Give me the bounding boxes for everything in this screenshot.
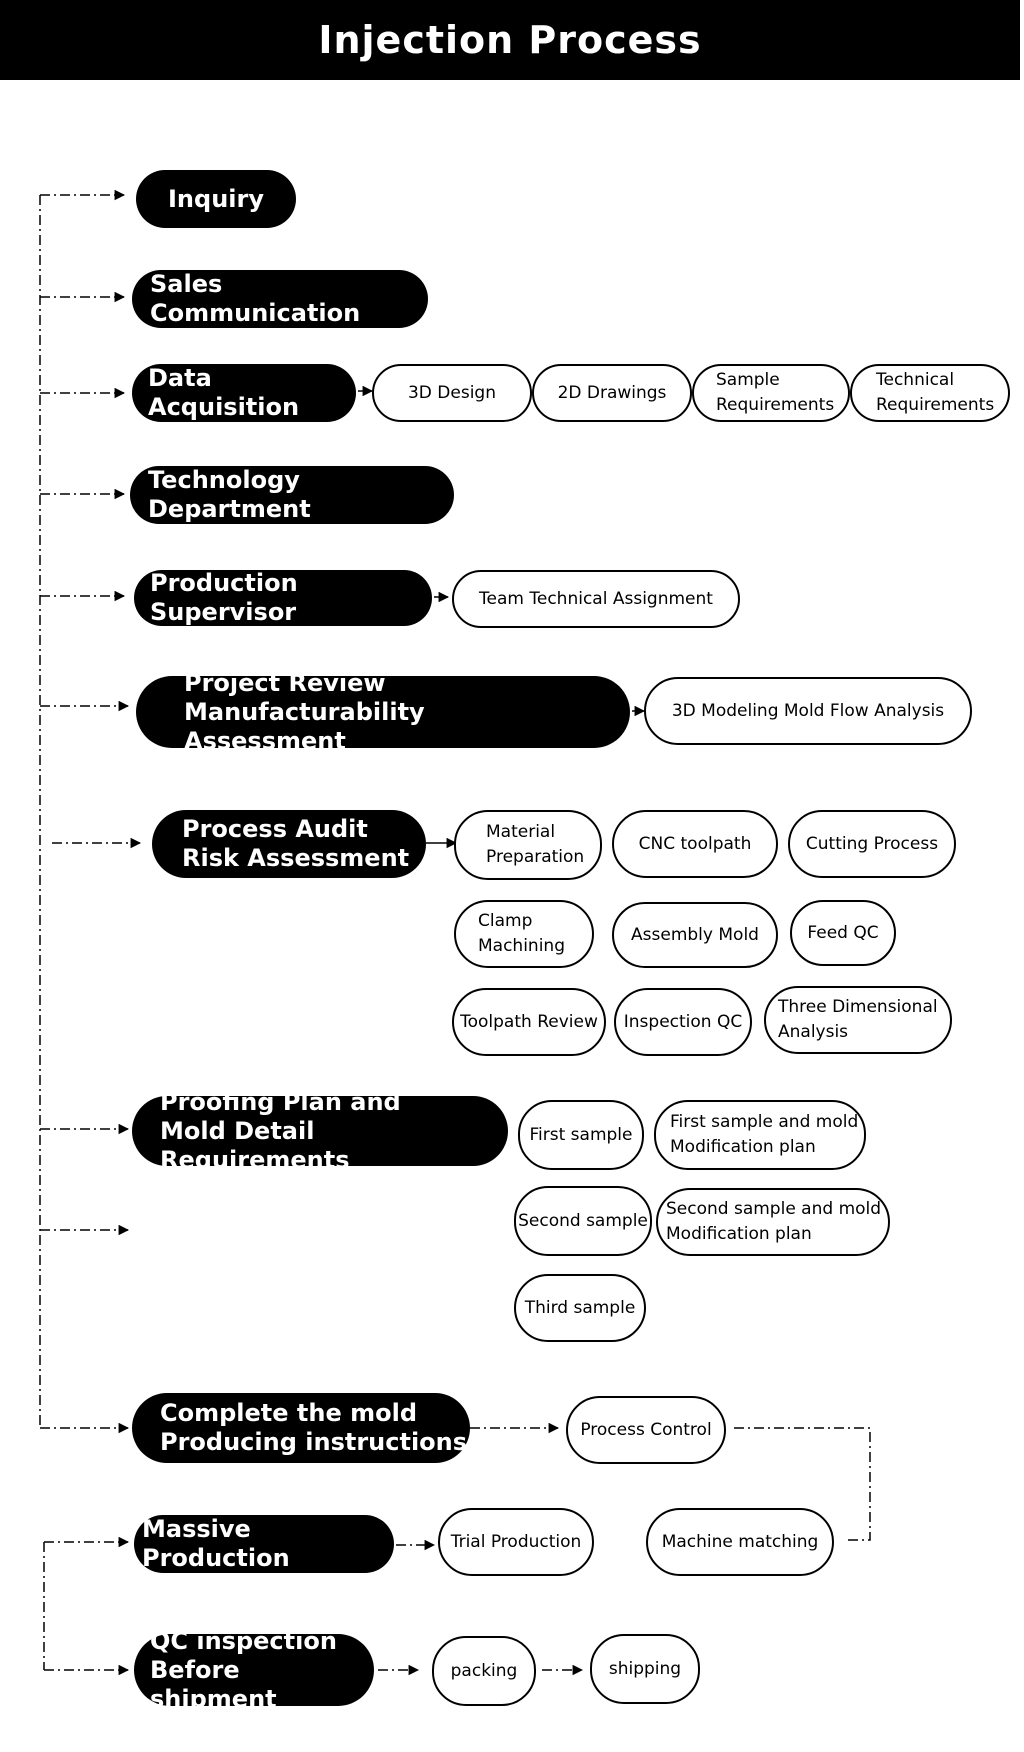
item-first-sample: First sample <box>518 1100 644 1170</box>
step-data-acquisition: Data Acquisition <box>132 364 356 422</box>
item-assembly-mold: Assembly Mold <box>612 902 778 968</box>
item-technical-requirements: Technical Requirements <box>850 364 1010 422</box>
item-machine-matching: Machine matching <box>646 1508 834 1576</box>
item-2d-drawings: 2D Drawings <box>532 364 692 422</box>
item-three-dimensional-analysis: Three Dimensional Analysis <box>764 986 952 1054</box>
item-inspection-qc: Inspection QC <box>614 988 752 1056</box>
step-inquiry: Inquiry <box>136 170 296 228</box>
item-cnc-toolpath: CNC toolpath <box>612 810 778 878</box>
step-production-supervisor: Production Supervisor <box>134 569 432 626</box>
item-material-preparation: Material Preparation <box>454 810 602 880</box>
item-second-sample: Second sample <box>514 1186 652 1256</box>
step-proofing-plan: Proofing Plan and Mold Detail Requiremen… <box>132 1088 508 1174</box>
title-bar: Injection Process <box>0 0 1020 80</box>
page-title: Injection Process <box>318 18 702 62</box>
item-second-sample-modification-plan: Second sample and mold Modification plan <box>656 1188 890 1256</box>
item-sample-requirements: Sample Requirements <box>692 364 850 422</box>
item-first-sample-modification-plan: First sample and mold Modification plan <box>654 1100 866 1170</box>
step-massive-production: Massive Production <box>134 1515 394 1573</box>
step-sales-communication: Sales Communication <box>132 270 428 328</box>
item-clamp-machining: Clamp Machining <box>454 900 594 968</box>
step-qc-inspection: QC inspection Before shipment <box>134 1627 374 1713</box>
item-toolpath-review: Toolpath Review <box>452 988 606 1056</box>
item-3d-modeling-mold-flow: 3D Modeling Mold Flow Analysis <box>644 677 972 745</box>
item-third-sample: Third sample <box>514 1274 646 1342</box>
step-project-review: Project Review Manufacturability Assessm… <box>136 669 630 755</box>
step-process-audit: Process Audit Risk Assessment <box>152 810 426 878</box>
item-cutting-process: Cutting Process <box>788 810 956 878</box>
item-packing: packing <box>432 1636 536 1706</box>
item-process-control: Process Control <box>566 1396 726 1464</box>
item-team-technical-assignment: Team Technical Assignment <box>452 570 740 628</box>
item-shipping: shipping <box>590 1634 700 1704</box>
item-trial-production: Trial Production <box>438 1508 594 1576</box>
item-feed-qc: Feed QC <box>790 900 896 966</box>
step-technology-department: Technology Department <box>130 466 454 524</box>
step-complete-mold: Complete the mold Producing instructions <box>132 1393 470 1463</box>
item-3d-design: 3D Design <box>372 364 532 422</box>
